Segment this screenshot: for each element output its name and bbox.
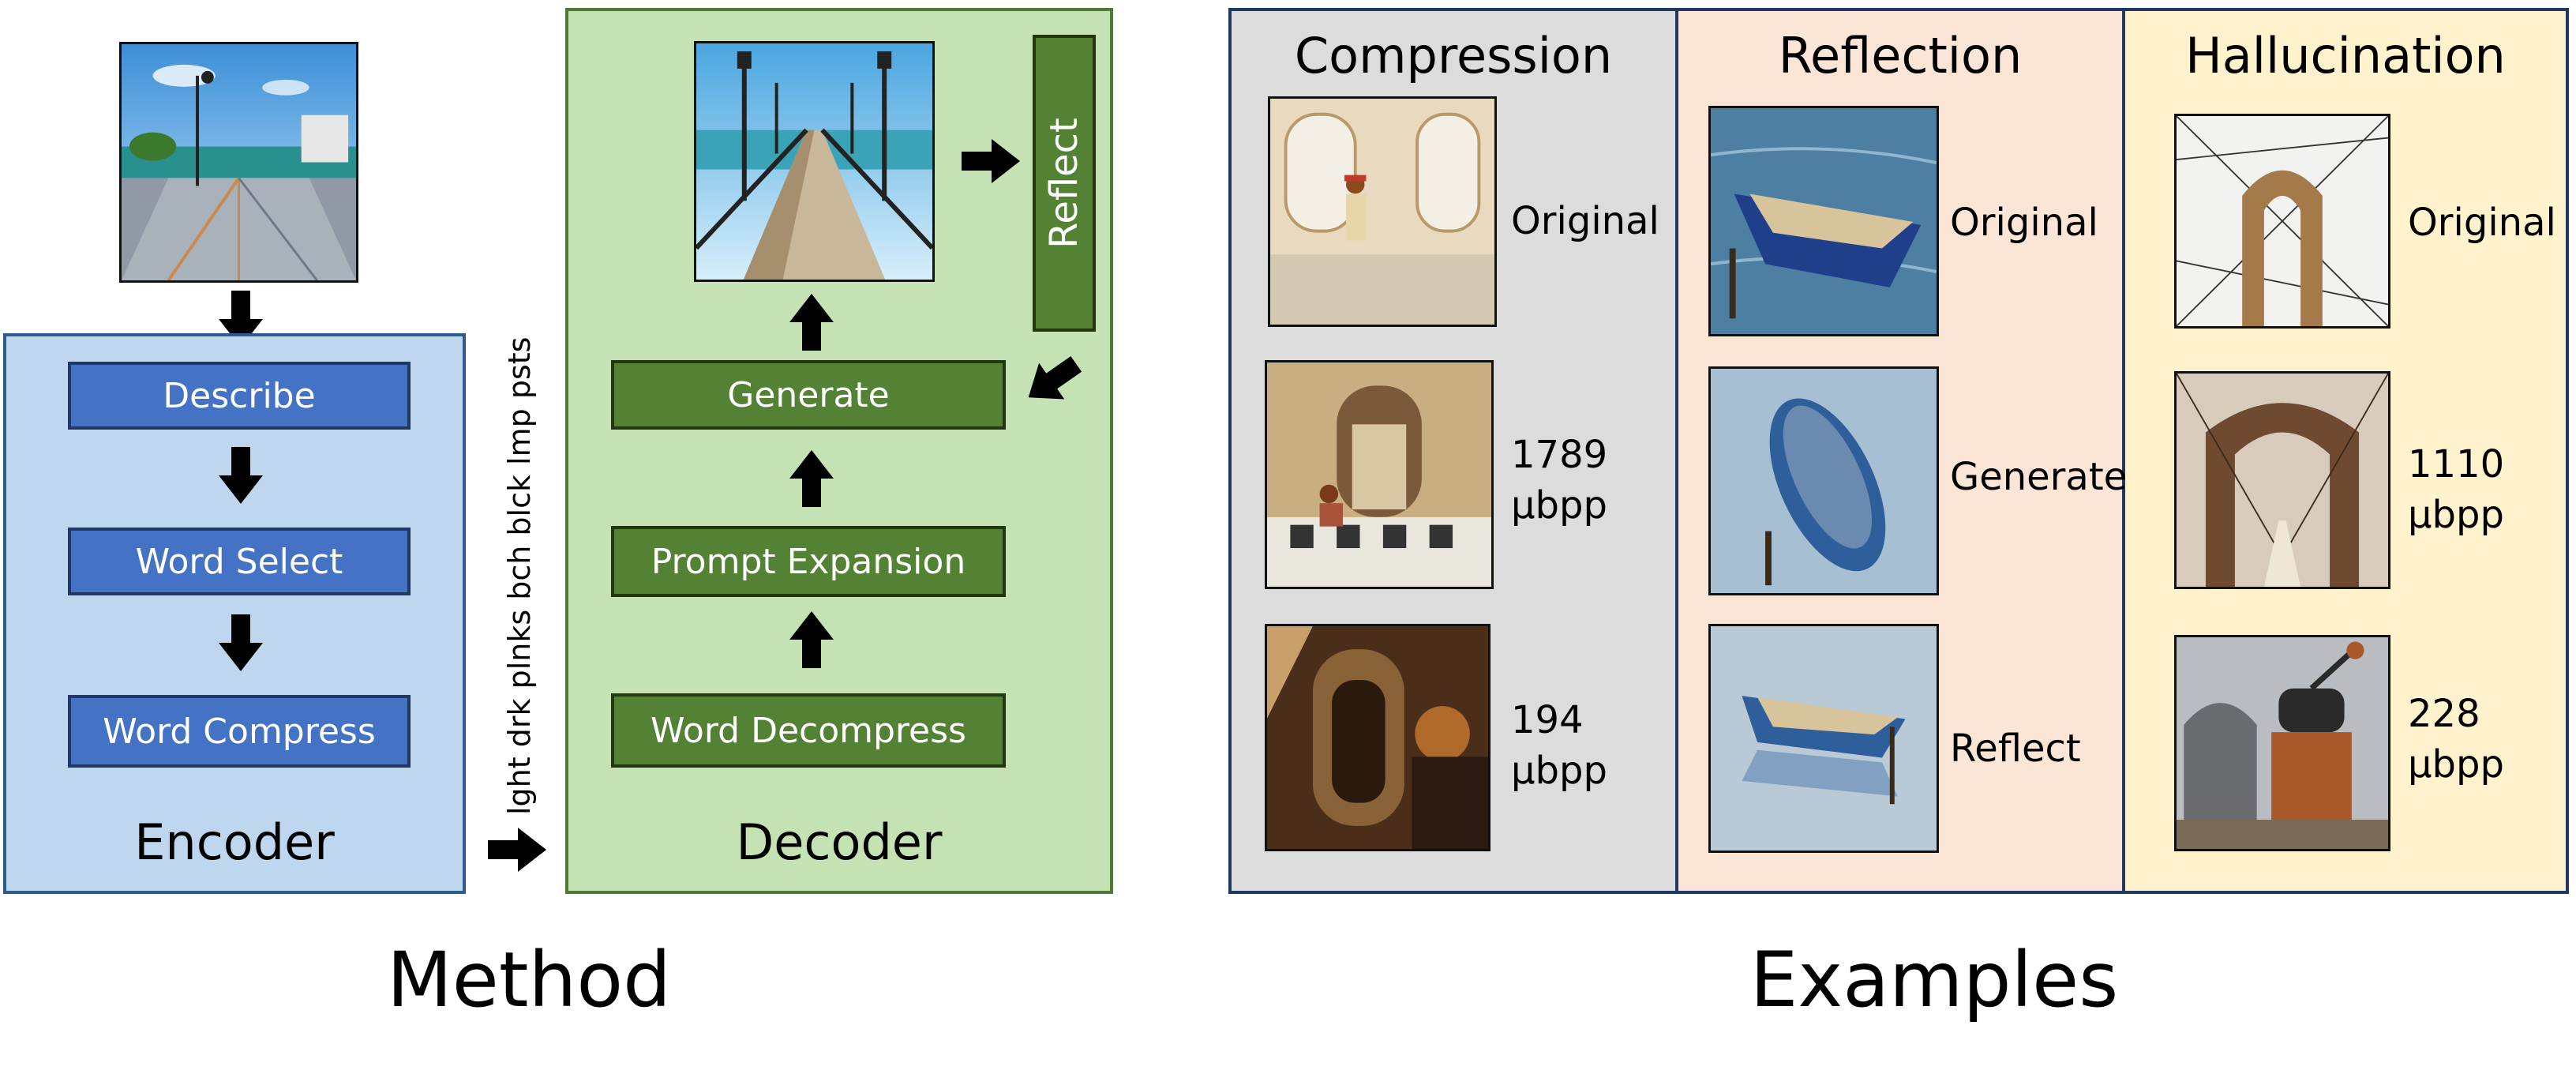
compression-row-3-label: 194 µbpp (1511, 698, 1607, 793)
arrow-down-icon (219, 447, 263, 504)
hallucination-row-2-label: 1110 µbpp (2408, 442, 2505, 537)
word-decompress-step: Word Decompress (611, 693, 1006, 768)
encoder-label: Encoder (134, 813, 335, 871)
hallucination-title: Hallucination (2185, 27, 2506, 84)
output-photo-pier (694, 41, 935, 282)
generate-step: Generate (611, 360, 1006, 430)
compression-row-2-label: 1789 µbpp (1511, 433, 1608, 528)
compressed-text: lght drk plnks bch blck lmp psts (502, 336, 537, 815)
hallucination-row-1-label: Original (2408, 201, 2556, 245)
hallucination-original-photo (2174, 114, 2390, 329)
compression-row-1-label: Original (1511, 199, 1659, 243)
examples-title: Examples (1749, 936, 2119, 1024)
compression-original-photo (1268, 96, 1497, 327)
reflect-step (1033, 35, 1096, 332)
word-compress-step: Word Compress (68, 695, 411, 768)
arrow-diagonal-icon (1016, 346, 1089, 415)
hallucination-row-3-label: 228 µbpp (2408, 692, 2504, 787)
hallucination-1110-photo (2174, 371, 2390, 589)
compression-1789-photo (1265, 360, 1494, 589)
input-photo-boardwalk (119, 42, 358, 283)
arrow-down-icon (219, 614, 263, 671)
word-select-step: Word Select (68, 528, 411, 595)
arrow-up-icon (789, 294, 834, 351)
decoder-label: Decoder (736, 813, 943, 871)
reflection-row-3-label: Reflect (1950, 727, 2081, 771)
reflection-original-photo (1708, 106, 1939, 336)
arrow-right-icon (962, 139, 1020, 183)
compression-title: Compression (1294, 27, 1613, 84)
reflection-reflect-photo (1708, 624, 1939, 853)
arrow-up-icon (789, 450, 834, 507)
reflect-label: Reflect (1042, 118, 1086, 249)
reflection-row-1-label: Original (1950, 201, 2098, 245)
compression-194-photo (1265, 624, 1490, 851)
arrow-up-icon (789, 611, 834, 668)
reflection-row-2-label: Generate (1950, 455, 2128, 499)
reflection-title: Reflection (1778, 27, 2023, 84)
arrow-right-icon (488, 828, 546, 872)
reflection-generate-photo (1708, 366, 1939, 595)
method-title: Method (386, 936, 672, 1024)
prompt-expansion-step: Prompt Expansion (611, 526, 1006, 597)
hallucination-228-photo (2174, 635, 2390, 851)
describe-step: Describe (68, 362, 411, 430)
